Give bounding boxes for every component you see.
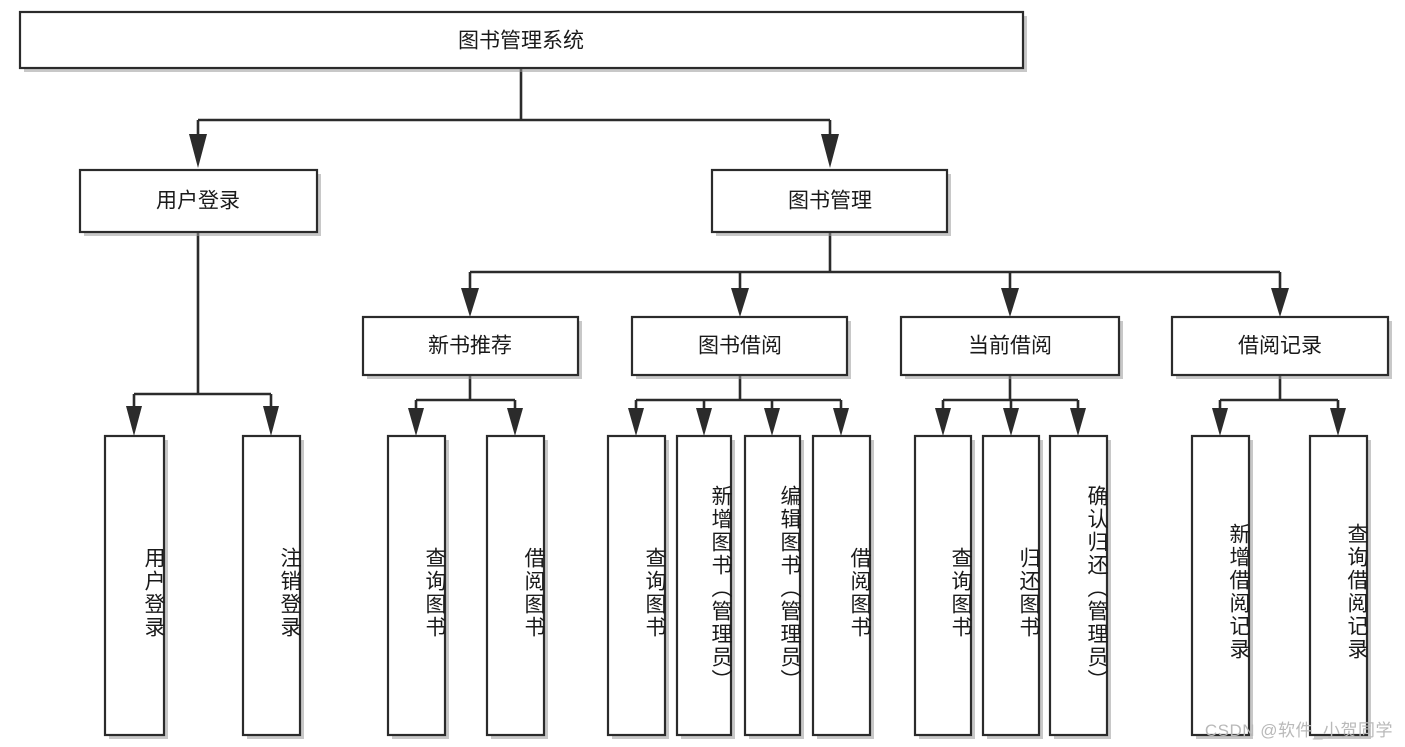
leaf-box-group <box>103 434 1371 739</box>
user-login-label: 用户登录 <box>156 190 240 213</box>
leaf-node-return-book[interactable] <box>981 434 1043 739</box>
arrowhead-new-book <box>461 288 479 317</box>
borrow-record-box[interactable] <box>1170 315 1390 377</box>
leaf-node-query-book-borrow[interactable] <box>606 434 669 739</box>
book-manage-box[interactable] <box>710 168 949 234</box>
arrowhead-borrow-record <box>1271 288 1289 317</box>
leaf-3-box[interactable] <box>485 434 546 737</box>
arrowhead-record-query <box>1330 408 1346 436</box>
connector-group-book-manage <box>461 232 1289 317</box>
user-login-box[interactable] <box>78 168 319 234</box>
book-borrow-label: 图书借阅 <box>698 335 782 358</box>
leaf-2-box[interactable] <box>386 434 447 737</box>
new-book-box[interactable] <box>361 315 580 377</box>
leaf-node-borrow-book[interactable] <box>811 434 874 739</box>
arrowhead-current-borrow <box>1001 288 1019 317</box>
leaf-node-add-borrow-record[interactable] <box>1190 434 1253 739</box>
leaf-node-query-book-new[interactable] <box>386 434 449 739</box>
leaf-8-box[interactable] <box>913 434 973 737</box>
arrowhead-borrow-query <box>628 408 644 436</box>
connector-group-borrow-record <box>1212 375 1346 436</box>
arrowhead-newbook-query <box>408 408 424 436</box>
current-borrow-label: 当前借阅 <box>968 335 1052 358</box>
arrowhead-current-return <box>1003 408 1019 436</box>
leaf-node-query-book-current[interactable] <box>913 434 975 739</box>
leaf-12-box[interactable] <box>1308 434 1369 737</box>
connector-group-root <box>189 68 839 168</box>
connector-group-new-book <box>408 375 523 436</box>
leaf-4-box[interactable] <box>606 434 667 737</box>
current-borrow-box[interactable] <box>899 315 1121 377</box>
arrowhead-borrow-add <box>696 408 712 436</box>
node-current-borrow[interactable]: 当前借阅 <box>899 315 1123 379</box>
csdn-watermark: CSDN @软件_小贺同学 <box>1204 721 1393 740</box>
arrowhead-current-query <box>935 408 951 436</box>
leaf-node-confirm-return-admin[interactable] <box>1048 434 1111 739</box>
arrowhead-leaf-user-login <box>126 406 142 436</box>
leaf-1-box[interactable] <box>241 434 302 737</box>
arrowhead-user-login <box>189 134 207 168</box>
leaf-0-box[interactable] <box>103 434 166 737</box>
leaf-node-edit-book-admin[interactable] <box>743 434 804 739</box>
arrowhead-book-borrow <box>731 288 749 317</box>
connector-group-book-borrow <box>628 375 849 436</box>
borrow-record-label: 借阅记录 <box>1238 335 1322 358</box>
arrowhead-record-add <box>1212 408 1228 436</box>
leaf-node-logout[interactable] <box>241 434 304 739</box>
node-new-book-recommend[interactable]: 新书推荐 <box>361 315 582 379</box>
connector-group-current-borrow <box>935 375 1086 436</box>
book-borrow-box[interactable] <box>630 315 849 377</box>
arrowhead-borrow-lend <box>833 408 849 436</box>
leaf-node-add-book-admin[interactable] <box>675 434 735 739</box>
leaf-7-box[interactable] <box>811 434 872 737</box>
leaf-6-box[interactable] <box>743 434 802 737</box>
node-borrow-record[interactable]: 借阅记录 <box>1170 315 1392 379</box>
leaf-node-query-borrow-record[interactable] <box>1308 434 1371 739</box>
leaf-node-user-login[interactable] <box>103 434 168 739</box>
new-book-label: 新书推荐 <box>428 335 512 358</box>
leaf-5-box[interactable] <box>675 434 733 737</box>
node-root[interactable]: 图书管理系统 <box>18 10 1027 72</box>
book-manage-label: 图书管理 <box>788 190 872 213</box>
node-book-borrow[interactable]: 图书借阅 <box>630 315 851 379</box>
arrowhead-borrow-edit <box>764 408 780 436</box>
node-book-manage[interactable]: 图书管理 <box>710 168 951 236</box>
leaf-11-box[interactable] <box>1190 434 1251 737</box>
leaf-10-box[interactable] <box>1048 434 1109 737</box>
arrowhead-newbook-borrow <box>507 408 523 436</box>
root-box[interactable] <box>18 10 1025 70</box>
connector-group-user-login <box>126 232 279 436</box>
arrowhead-current-confirm <box>1070 408 1086 436</box>
root-label: 图书管理系统 <box>458 30 584 53</box>
leaf-9-box[interactable] <box>981 434 1041 737</box>
arrowhead-book-manage <box>821 134 839 168</box>
leaf-node-borrow-book-new[interactable] <box>485 434 548 739</box>
arrowhead-leaf-logout <box>263 406 279 436</box>
node-user-login[interactable]: 用户登录 <box>78 168 321 236</box>
